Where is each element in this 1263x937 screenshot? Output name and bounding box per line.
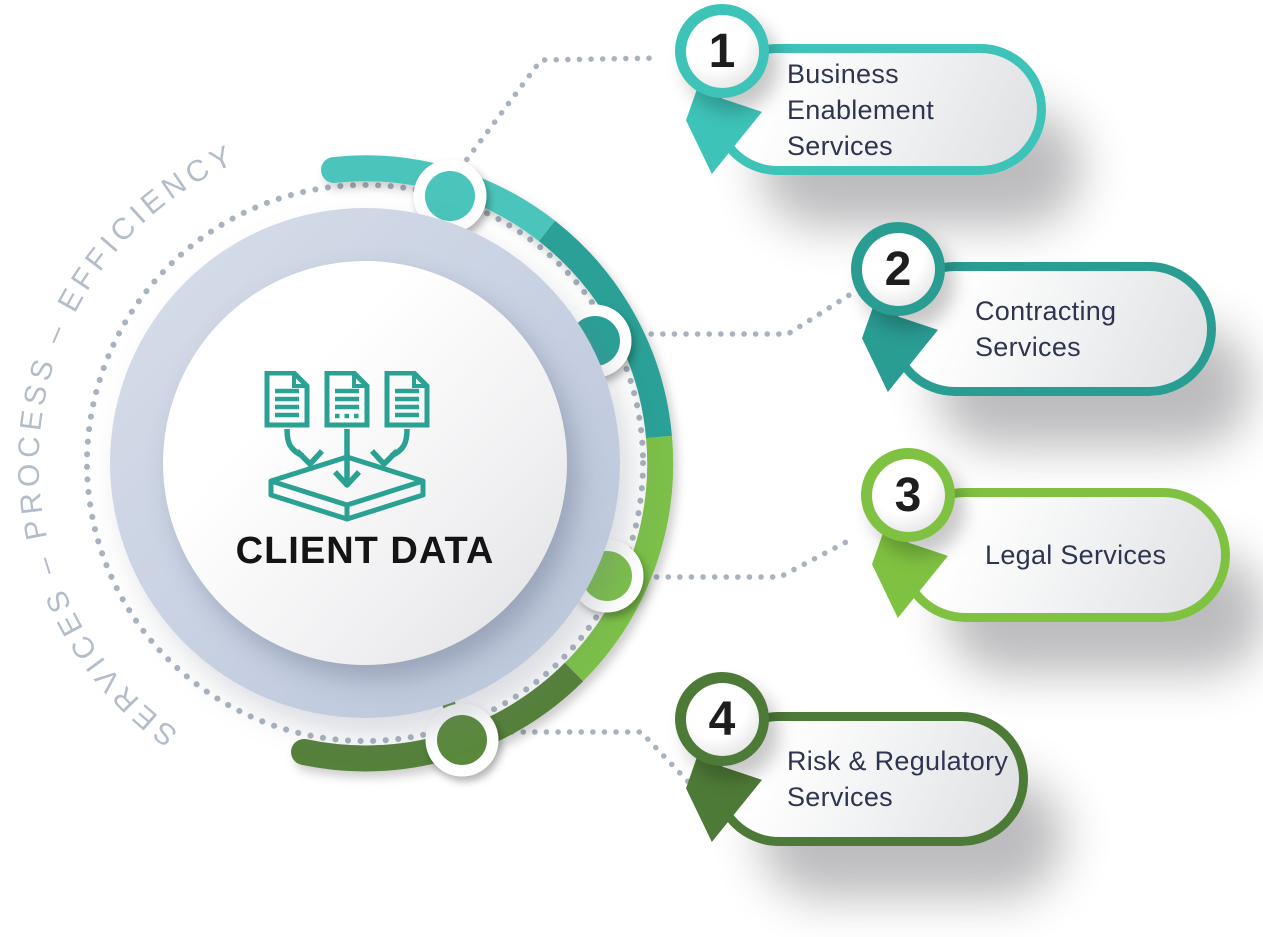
service-label-line: Services — [975, 332, 1081, 362]
service-card-4: Risk & Regulatory Services 4 — [675, 672, 1028, 846]
dotted-connectors — [450, 55, 857, 793]
node-4-dot — [437, 715, 487, 765]
dotted-orbit-circle — [84, 182, 646, 744]
service-number: 3 — [894, 468, 922, 522]
service-number: 1 — [708, 24, 736, 78]
center-title: CLIENT DATA — [235, 530, 495, 572]
document-icon-right — [384, 371, 430, 428]
service-number-circle: 1 — [685, 14, 759, 88]
document-icon-middle — [324, 371, 370, 428]
connector-1 — [450, 55, 661, 181]
service-label-4: Risk & Regulatory Services — [721, 721, 1019, 837]
arc-start-cap — [321, 157, 347, 183]
service-number-circle: 3 — [871, 458, 945, 532]
document-icon-left — [264, 371, 310, 428]
arc-end-cap — [291, 739, 317, 765]
service-number-badge-1: 1 — [675, 4, 769, 98]
service-number-badge-2: 2 — [851, 222, 945, 316]
connector-4 — [497, 729, 699, 793]
service-pill-1 — [712, 44, 1046, 175]
service-label-3: Legal Services — [907, 497, 1221, 613]
service-label-line: Services — [787, 782, 893, 812]
service-pill-3 — [898, 488, 1230, 622]
merge-arrows-icon — [284, 428, 410, 488]
service-card-3: Legal Services 3 — [861, 448, 1230, 622]
service-number-badge-3: 3 — [861, 448, 955, 542]
service-number-circle: 2 — [861, 232, 935, 306]
service-number-circle: 4 — [685, 682, 759, 756]
documents-into-tray-icon — [264, 371, 430, 522]
service-label-line: Business — [787, 58, 899, 89]
tray-icon — [268, 454, 426, 522]
service-label-2: Contracting Services — [897, 271, 1207, 387]
connector-3 — [642, 538, 851, 580]
service-number: 4 — [708, 692, 736, 746]
service-number: 2 — [884, 242, 912, 296]
service-card-1: Business Enablement Services 1 — [675, 4, 1046, 175]
service-label-1: Business Enablement Services — [721, 53, 1037, 166]
arc-segment-3 — [564, 435, 674, 682]
node-1-dot — [425, 171, 475, 221]
connector-2 — [625, 289, 857, 337]
service-label-line: Contracting — [975, 296, 1117, 326]
service-label-line: Risk & Regulatory — [787, 746, 1009, 776]
service-label-line: Legal Services — [985, 540, 1167, 570]
service-number-badge-4: 4 — [675, 672, 769, 766]
service-card-2: Contracting Services 2 — [851, 222, 1216, 396]
service-label-line: Enablement Services — [787, 94, 935, 161]
